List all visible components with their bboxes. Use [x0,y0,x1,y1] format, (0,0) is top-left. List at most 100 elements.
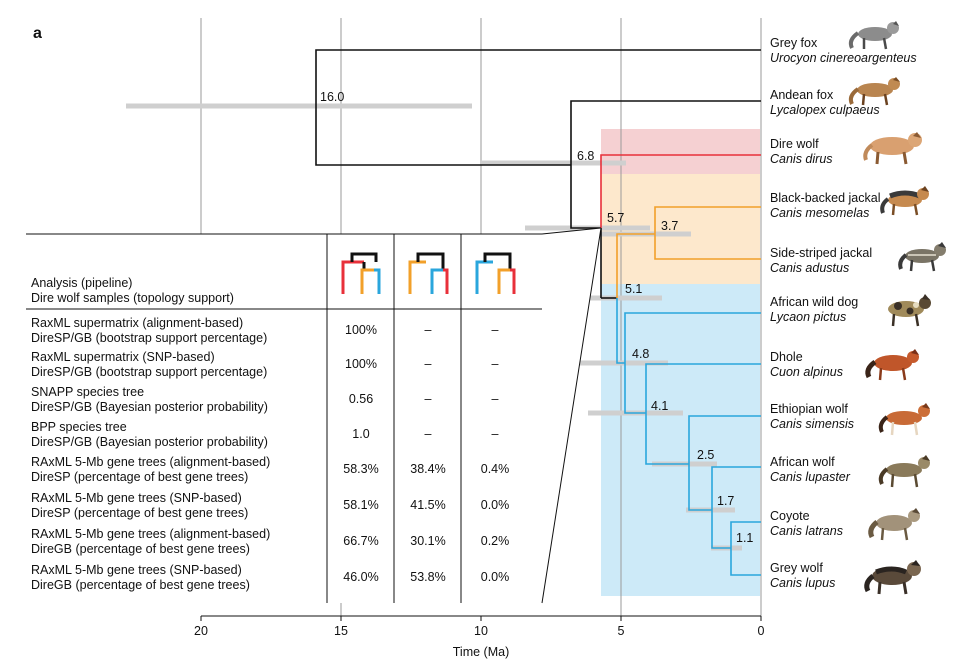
table-row: RAxML 5-Mb gene trees (SNP-based) DireGB… [31,563,509,592]
taxon-common-name: Andean fox [770,88,834,102]
row-label-2: DireSP (percentage of best gene trees) [31,470,248,484]
row-value: – [425,427,432,441]
node-age-label: 5.7 [607,211,624,225]
taxon-common-name: Dhole [770,350,803,364]
row-value: – [492,392,499,406]
root-branch [315,49,761,166]
table-background [26,228,601,603]
node-age-label: 16.0 [320,90,344,104]
row-value: – [492,323,499,337]
topology-icon-3 [475,252,516,294]
panel-label: a [33,25,42,42]
row-value: 46.0% [343,570,378,584]
row-label-2: DireSP/GB (Bayesian posterior probabilit… [31,435,268,449]
row-label-2: DireSP/GB (bootstrap support percentage) [31,365,267,379]
wolf-like-band [601,284,760,596]
taxon-latin-name: Urocyon cinereoargenteus [770,51,917,65]
table-row: SNAPP species tree DireSP/GB (Bayesian p… [31,385,499,414]
side-striped-jackal-icon [898,242,946,272]
row-value: 66.7% [343,534,378,548]
taxon-common-name: Grey wolf [770,561,823,575]
row-value: – [492,427,499,441]
x-axis-title: Time (Ma) [453,645,509,659]
row-value: 58.1% [343,498,378,512]
taxon-latin-name: Canis lupus [770,576,835,590]
table-row: RaxML supermatrix (SNP-based) DireSP/GB … [31,350,499,379]
row-label-1: RAxML 5-Mb gene trees (SNP-based) [31,491,242,505]
node-age-label: 1.1 [736,531,753,545]
row-value: – [425,392,432,406]
taxon-common-name: Side-striped jackal [770,246,872,260]
node-age-label: 2.5 [697,448,714,462]
taxon-latin-name: Canis simensis [770,417,854,431]
node-age-label: 4.8 [632,347,649,361]
row-value: – [425,357,432,371]
taxon-latin-name: Canis lupaster [770,470,851,484]
topology-icon-1 [341,252,381,294]
taxon-common-name: Coyote [770,509,810,523]
x-tick-label: 15 [334,624,348,638]
row-value: 53.8% [410,570,445,584]
row-label-1: RAxML 5-Mb gene trees (alignment-based) [31,527,270,541]
taxon-common-name: Grey fox [770,36,818,50]
grey-wolf-icon [864,560,921,595]
zoom-line-top [541,227,602,235]
topology-icon-2 [408,252,449,294]
row-value: 0.4% [481,462,510,476]
row-value: 1.0 [352,427,369,441]
taxon-latin-name: Canis adustus [770,261,849,275]
row-value: 0.0% [481,498,510,512]
node-age-label: 1.7 [717,494,734,508]
node-age-label: 4.1 [651,399,668,413]
grey-fox-icon [848,21,899,50]
row-value: 0.56 [349,392,373,406]
dire-wolf-icon [863,132,922,165]
row-value: 38.4% [410,462,445,476]
ethiopian-wolf-icon [878,403,930,436]
african-wolf-icon [878,455,930,488]
taxon-common-name: African wolf [770,455,835,469]
taxon-common-name: African wild dog [770,295,858,309]
table-header-line2: Dire wolf samples (topology support) [31,291,234,305]
x-axis: 20 15 10 5 0 Time (Ma) [194,615,765,659]
taxon-latin-name: Lycalopex culpaeus [770,103,880,117]
x-tick-label: 10 [474,624,488,638]
wolf-like-branches [616,298,761,576]
row-value: 58.3% [343,462,378,476]
row-label-2: DireSP/GB (bootstrap support percentage) [31,331,267,345]
row-label-2: DireGB (percentage of best gene trees) [31,542,250,556]
row-label-1: RaxML supermatrix (alignment-based) [31,316,243,330]
x-tick-label: 20 [194,624,208,638]
table-row: RAxML 5-Mb gene trees (alignment-based) … [31,455,509,484]
row-label-1: RAxML 5-Mb gene trees (alignment-based) [31,455,270,469]
row-value: 100% [345,323,377,337]
taxon-latin-name: Cuon alpinus [770,365,843,379]
taxon-latin-name: Lycaon pictus [770,310,846,324]
andean-fox-branch [570,100,761,229]
node-age-label: 6.8 [577,149,594,163]
x-tick-label: 0 [758,624,765,638]
row-label-2: DireSP (percentage of best gene trees) [31,506,248,520]
table-row: BPP species tree DireSP/GB (Bayesian pos… [31,420,499,449]
taxon-latin-name: Canis dirus [770,152,833,166]
taxon-common-name: Ethiopian wolf [770,402,848,416]
node-age-label: 5.1 [625,282,642,296]
taxon-latin-name: Canis mesomelas [770,206,869,220]
x-tick-label: 5 [618,624,625,638]
jackal-branches [616,206,761,298]
zoom-line-bottom [541,227,602,604]
row-value: 30.1% [410,534,445,548]
node-age-labels: 16.0 6.8 5.7 3.7 5.1 4.8 4.1 2.5 1.7 1.1 [320,90,753,545]
row-value: 41.5% [410,498,445,512]
coyote-icon [868,508,920,541]
taxon-common-name: Dire wolf [770,137,819,151]
row-value: – [425,323,432,337]
dire-wolf-branch [600,154,761,228]
row-label-1: BPP species tree [31,420,127,434]
taxon-labels: Grey fox Urocyon cinereoargenteus Andean… [770,36,917,590]
table-row: RAxML 5-Mb gene trees (alignment-based) … [31,527,509,556]
table-row: RaxML supermatrix (alignment-based) Dire… [31,316,499,345]
taxon-common-name: Black-backed jackal [770,191,880,205]
table-row: RAxML 5-Mb gene trees (SNP-based) DireSP… [31,491,509,520]
